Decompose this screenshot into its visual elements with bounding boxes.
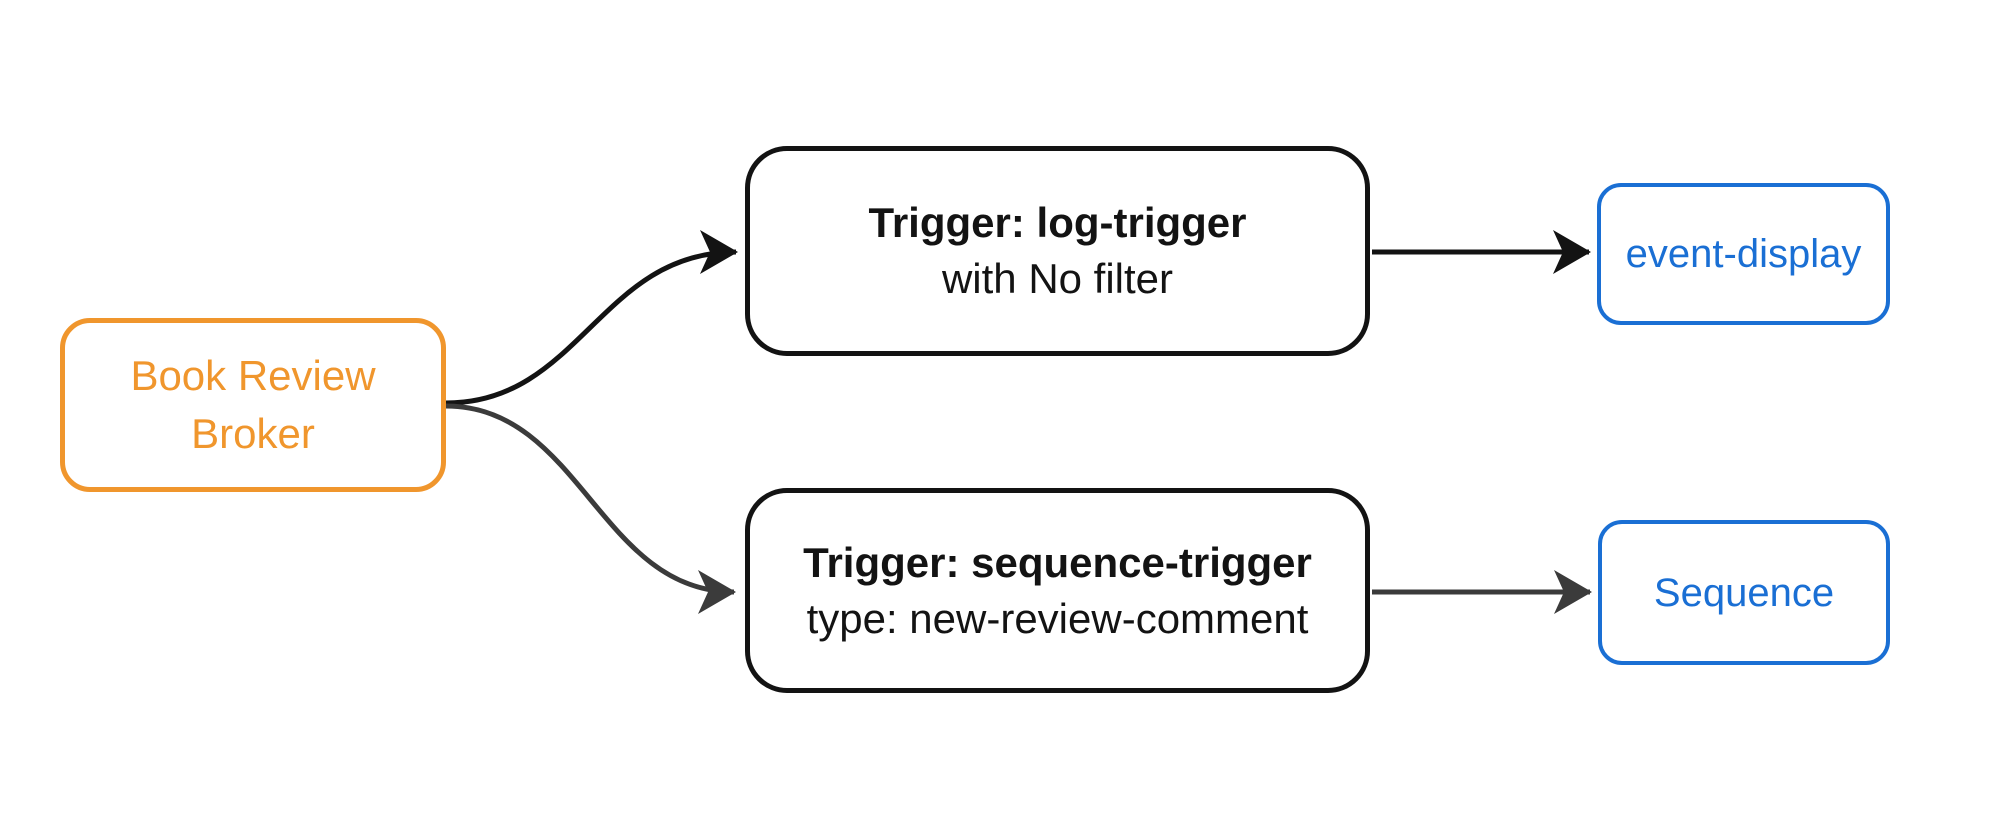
sequence-trigger-subtitle: type: new-review-comment [806, 594, 1309, 642]
node-event-display: event-display [1597, 183, 1890, 325]
broker-label-line2: Broker [191, 410, 315, 457]
event-display-label: event-display [1625, 232, 1862, 276]
edge-broker-to-sequence-trigger [445, 403, 736, 614]
edge-broker-to-log-trigger [445, 230, 738, 406]
node-sequence-trigger: Trigger: sequence-trigger type: new-revi… [745, 488, 1370, 693]
broker-label-line1: Book Review [130, 352, 376, 399]
node-sequence: Sequence [1598, 520, 1890, 665]
node-log-trigger: Trigger: log-trigger with No filter [745, 146, 1370, 356]
sequence-label: Sequence [1653, 570, 1835, 615]
node-book-review-broker: Book Review Broker [60, 318, 446, 492]
sequence-trigger-title: Trigger: sequence-trigger [803, 538, 1312, 586]
log-trigger-subtitle: with No filter [941, 255, 1174, 302]
log-trigger-title: Trigger: log-trigger [868, 199, 1247, 246]
